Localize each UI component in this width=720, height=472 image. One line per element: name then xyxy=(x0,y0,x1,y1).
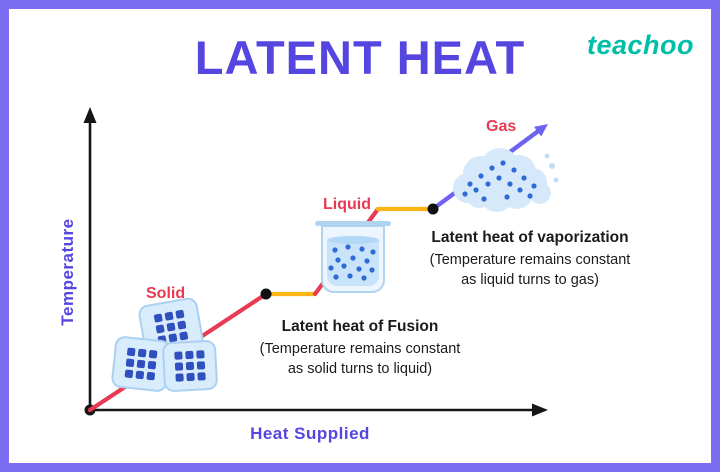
annotation-fusion-line1: (Temperature remains constant xyxy=(259,341,461,357)
annotation-vaporization: Latent heat of vaporization (Temperature… xyxy=(403,229,657,290)
beaker-illustration xyxy=(315,221,391,293)
annotation-fusion: Latent heat of Fusion (Temperature remai… xyxy=(240,318,480,379)
teachoo-logo: teachoo xyxy=(586,30,694,60)
annotation-vaporization-title: Latent heat of vaporization xyxy=(431,229,629,246)
y-axis-label: Temperature xyxy=(58,218,77,326)
annotation-fusion-line2: as solid turns to liquid) xyxy=(287,360,433,377)
gas-arrowhead-icon xyxy=(534,124,548,137)
page-title: LATENT HEAT xyxy=(194,31,526,84)
vaporization-point-dot xyxy=(427,203,439,215)
label-gas: Gas xyxy=(486,118,517,135)
fusion-point-dot xyxy=(260,288,272,300)
axes xyxy=(83,107,548,417)
x-axis-label: Heat Supplied xyxy=(250,424,370,443)
gas-cloud-illustration xyxy=(453,148,559,212)
label-liquid: Liquid xyxy=(323,196,371,213)
y-axis-arrowhead-icon xyxy=(83,107,97,123)
x-axis-arrowhead-icon xyxy=(532,403,548,417)
ice-cubes-illustration xyxy=(111,297,218,392)
annotation-fusion-title: Latent heat of Fusion xyxy=(281,318,439,335)
liquid-particles xyxy=(328,244,376,281)
annotation-vaporization-line2: as liquid turns to gas) xyxy=(461,271,599,288)
annotation-vaporization-line1: (Temperature remains constant xyxy=(429,252,631,268)
label-solid: Solid xyxy=(146,285,186,302)
gas-particles xyxy=(462,160,537,202)
